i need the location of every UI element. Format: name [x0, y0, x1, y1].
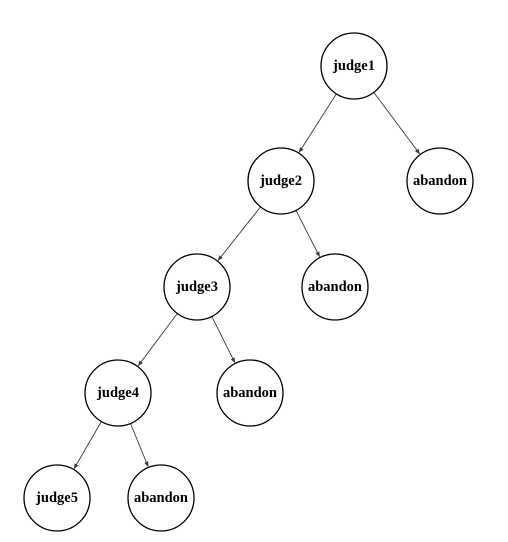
- edges-layer: [73, 92, 420, 470]
- edge-n1-n3: [373, 92, 420, 155]
- node-label: abandon: [413, 173, 467, 189]
- edge-n4-n6: [137, 313, 178, 367]
- node-circle: [127, 464, 195, 532]
- nodes-layer: judge1 judge2 abandon judge3 abandon judge4 ab…: [23, 32, 474, 532]
- node-circle: [84, 359, 152, 427]
- node-label: abandon: [308, 279, 362, 295]
- tree-node-n6: judge4: [84, 359, 152, 427]
- node-circle: [301, 253, 369, 321]
- edge-n2-n5: [295, 210, 321, 258]
- node-label: abandon: [223, 385, 277, 401]
- tree-node-n3: abandon: [406, 147, 474, 215]
- edge-n4-n7: [211, 316, 236, 364]
- tree-node-n8: judge5: [23, 464, 91, 532]
- tree-node-n9: abandon: [127, 464, 195, 532]
- node-label: judge2: [259, 173, 302, 189]
- node-label: judge1: [332, 58, 375, 74]
- edge-n6-n8: [73, 421, 102, 470]
- node-label: judge4: [96, 385, 139, 401]
- tree-node-n2: judge2: [247, 147, 315, 215]
- edge-n6-n9: [130, 423, 149, 467]
- node-circle: [23, 464, 91, 532]
- edge-n2-n4: [217, 206, 261, 261]
- node-circle: [247, 147, 315, 215]
- node-circle: [163, 253, 231, 321]
- tree-node-n7: abandon: [216, 359, 284, 427]
- node-circle: [216, 359, 284, 427]
- tree-node-n5: abandon: [301, 253, 369, 321]
- node-circle: [406, 147, 474, 215]
- tree-node-n1: judge1: [320, 32, 388, 100]
- node-label: judge5: [35, 490, 78, 506]
- edge-n1-n2: [298, 93, 337, 153]
- node-label: abandon: [134, 490, 188, 506]
- node-circle: [320, 32, 388, 100]
- tree-node-n4: judge3: [163, 253, 231, 321]
- node-label: judge3: [175, 279, 218, 295]
